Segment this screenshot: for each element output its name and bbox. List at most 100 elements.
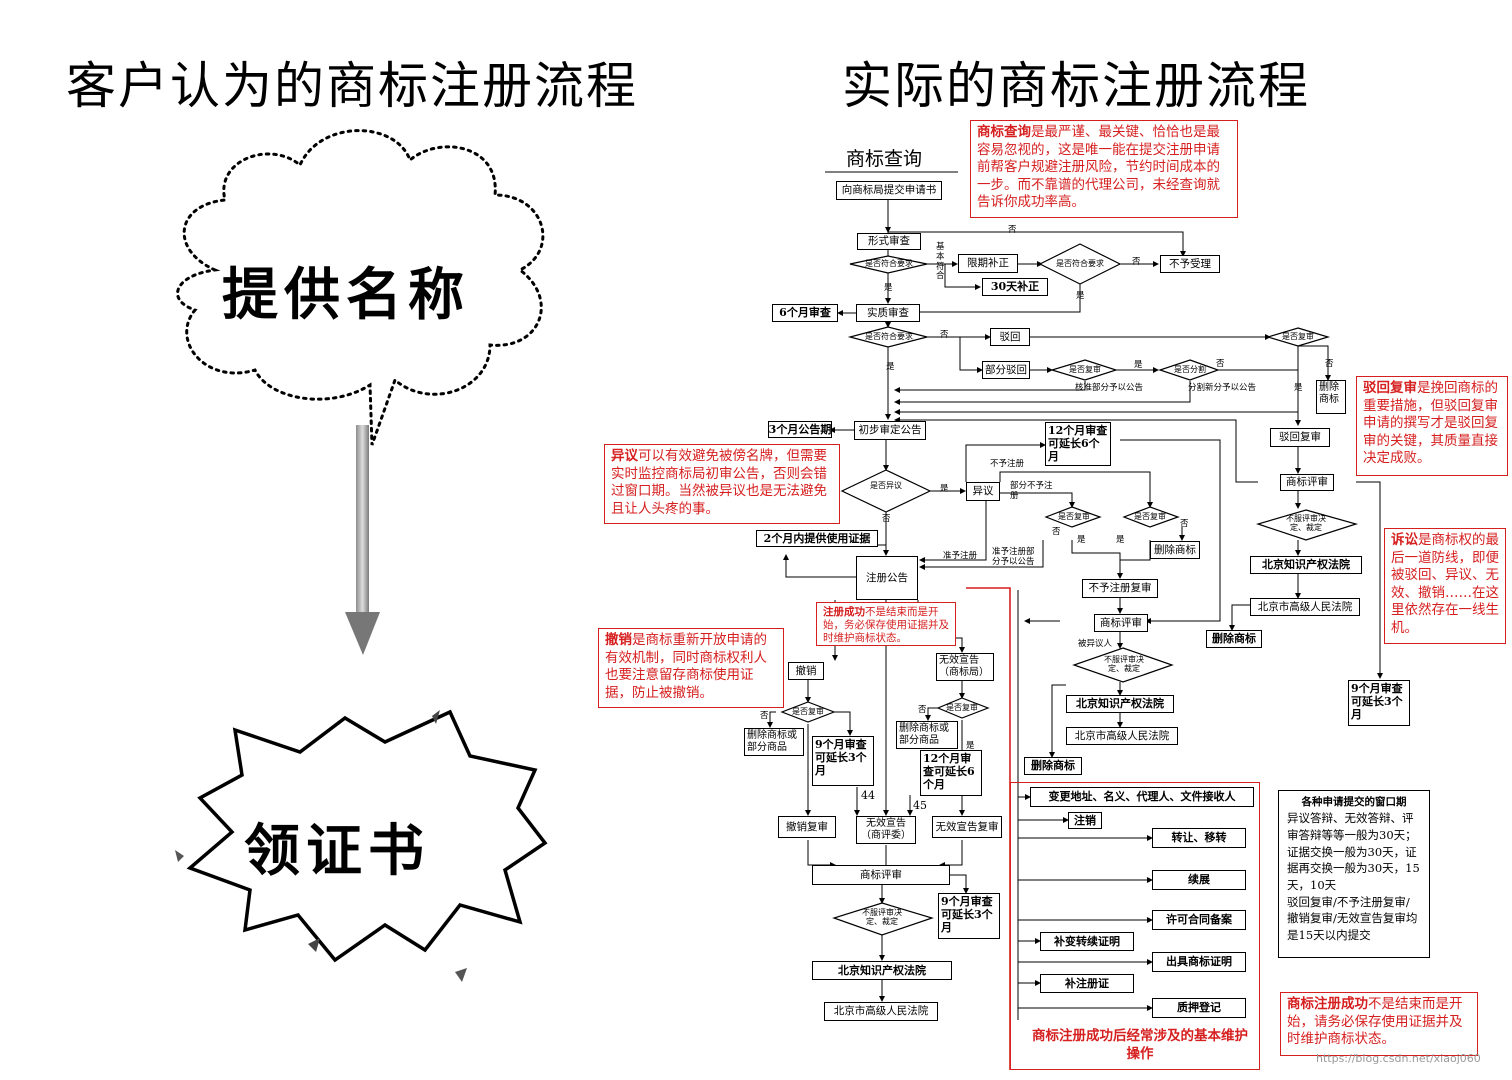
d-r-review-text: 不服评审决定、裁定 — [1286, 514, 1326, 533]
box-bj-high-court-r: 北京市高级人民法院 — [1250, 598, 1360, 616]
cloud-text: 提供名称 — [222, 263, 470, 328]
box-delete-goods: 删除商标或部分商品 — [744, 728, 804, 756]
label-partial-not: 部分不予注册 — [1010, 481, 1053, 501]
label-split-note: 分割新分予以公告 — [1188, 383, 1257, 393]
callout-search-bold: 商标查询 — [977, 124, 1031, 140]
burst-text: 领证书 — [244, 819, 430, 884]
label-no-6: 否 — [882, 514, 891, 524]
maint-mark-cert: 出具商标证明 — [1152, 952, 1246, 972]
label-yes-2: 是 — [1076, 291, 1085, 301]
arrow-head — [345, 612, 380, 655]
diamond-partial-review — [1049, 359, 1118, 381]
box-delete-mark-mid: 删除商标 — [1150, 541, 1200, 559]
diamond-rev-c — [780, 701, 836, 723]
box-delete-goods2: 删除商标或部分商品 — [896, 721, 958, 749]
box-mark-review-r: 商标评审 — [1280, 474, 1334, 491]
label-yes-4: 是 — [1134, 360, 1143, 370]
label-no-7: 否 — [1052, 527, 1061, 537]
label-no-8: 否 — [1180, 519, 1189, 529]
box-supplement-30: 30天补正 — [982, 278, 1048, 296]
box-two-months: 2个月内提供使用证据 — [756, 530, 878, 547]
label-opposer: 被异议人 — [1078, 639, 1113, 649]
d-bot-review-text: 不服评审决定、裁定 — [862, 908, 902, 927]
callout-opposition-bold: 异议 — [611, 448, 638, 464]
box-three-months: 3个月公告期 — [768, 421, 832, 438]
box-bj-ip-court-bot: 北京知识产权法院 — [812, 961, 952, 980]
maint-reg-cert: 补注册证 — [1040, 974, 1134, 993]
diamond-rev-d — [936, 697, 990, 719]
d-formal-text: 是否符合要求 — [865, 259, 913, 268]
cloud-shape — [176, 129, 545, 446]
maint-pledge: 质押登记 — [1152, 998, 1246, 1018]
label-basic-ok: 基本符合 — [936, 242, 945, 282]
callout-search-text: 是最严谨、最关键、恰恰也是最容易忽视的，这是唯一能在提交注册申请前帮客户规避注册… — [977, 124, 1220, 211]
box-nine-months-b: 9个月审查可延长3个月 — [938, 893, 1000, 939]
box-delete-mark-big: 删除商标 — [1206, 630, 1262, 648]
left-illustration — [175, 129, 548, 982]
deadline-note-title: 各种申请提交的窗口期 — [1301, 796, 1407, 808]
callout-final: 商标注册成功不是结束而是开始，请务必保存使用证据并及时维护商标状态。 — [1280, 992, 1478, 1056]
d-rev-b-text: 是否复审 — [1134, 512, 1166, 521]
box-nine-months-a: 9个月审查可延长3个月 — [812, 736, 874, 786]
diamond-mid-review — [1072, 647, 1174, 683]
label-not-register: 不予注册 — [990, 459, 1025, 469]
box-supplement: 限期补正 — [958, 254, 1018, 273]
box-rejection-review: 驳回复审 — [1270, 428, 1330, 447]
callout-opposition-text: 可以有效避免被傍名牌，但需要实时监控商标局初审公告，否则会错过窗口期。当然被异议… — [611, 448, 827, 517]
box-rev-review: 撤销复审 — [778, 816, 836, 838]
d-mid-review-text: 不服评审决定、裁定 — [1104, 655, 1144, 674]
deadline-note-text: 异议答辩、无效答辩、评审答辩等等一般为30天；证据交换一般为30天，证据再交换一… — [1287, 811, 1420, 892]
box-reg-announce: 注册公告 — [856, 556, 918, 600]
label-yes-7: 是 — [1077, 535, 1086, 545]
label-yes-1: 是 — [884, 283, 893, 293]
callout-lawsuit: 诉讼是商标权的最后一道防线，即便被驳回、异议、无效、撤销……在这里依然存在一线生… — [1384, 528, 1506, 644]
d-review-top-text: 是否复审 — [1282, 332, 1314, 341]
box-bj-high-court-mid: 北京市高级人民法院 — [1066, 727, 1178, 745]
callout-review: 驳回复审是挽回商标的重要措施，但驳回复审申请的撰写才是驳回复审的关键，其质量直接… — [1356, 376, 1508, 476]
deadline-note-text2: 驳回复审/不予注册复审/撤销复审/无效宣告复审均是15天以内提交 — [1287, 894, 1418, 942]
maint-cancel: 注销 — [1068, 812, 1102, 829]
diamond-review-top — [1265, 327, 1331, 347]
box-nine-months-r: 9个月审查可延长3个月 — [1348, 680, 1410, 726]
diamond-rev-a — [1044, 506, 1102, 528]
label-no-2: 否 — [1132, 257, 1141, 267]
label-grant-reg: 准予注册 — [943, 551, 978, 561]
label-no-3: 否 — [940, 330, 949, 340]
diamond-opposition — [840, 469, 932, 513]
box-not-reg-review: 不予注册复审 — [1082, 579, 1158, 598]
box-invalid-review: 无效宣告复审 — [932, 816, 1002, 838]
maint-caption: 商标注册成功后经常涉及的基本维护操作 — [1032, 1028, 1248, 1062]
burst-shape — [186, 709, 548, 963]
arrow-shaft — [356, 425, 369, 615]
callout-lawsuit-bold: 诉讼 — [1391, 532, 1418, 548]
label-45: 45 — [913, 799, 927, 812]
diamond-rev-b — [1122, 506, 1180, 528]
diamond-subst — [847, 326, 928, 348]
box-substantive: 实质审查 — [856, 304, 920, 322]
diamond-supp — [1038, 243, 1122, 285]
diamond-split — [1158, 359, 1220, 381]
box-mark-review-bot: 商标评审 — [812, 865, 950, 885]
callout-final-text: 不是结束而是开始，请务必保存使用证据并及时维护商标状态。 — [1287, 996, 1463, 1048]
label-grant-partial: 准予注册部分予以公告 — [992, 547, 1035, 567]
label-no-10: 否 — [918, 705, 927, 715]
box-mark-review-mid: 商标评审 — [1094, 614, 1148, 632]
label-yes-5: 是 — [1294, 383, 1303, 393]
callout-revocation: 撤销是商标重新开放申请的有效机制，同时商标权利人也要注意留存商标使用证据，防止被… — [598, 628, 784, 708]
callout-reg-success-bold: 注册成功 — [823, 606, 865, 618]
callout-review-text: 是挽回商标的重要措施，但驳回复审申请的撰写才是驳回复审的关键，其质量直接决定成败… — [1363, 380, 1498, 467]
callout-reg-success-text: 不是结束而是开始，务必保存使用证据并及时维护商标状态。 — [823, 606, 949, 645]
d-rev-a-text: 是否复审 — [1058, 512, 1090, 521]
diamond-bot-review — [832, 902, 934, 936]
diamond-formal — [849, 255, 928, 274]
label-yes-9: 是 — [966, 741, 975, 751]
box-delete-mark-mid2: 删除商标 — [1024, 757, 1082, 775]
label-no-4: 否 — [1216, 359, 1225, 369]
box-reject-accept: 不予受理 — [1160, 255, 1220, 273]
d-supp-text: 是否符合要求 — [1056, 259, 1104, 268]
callout-lawsuit-text: 是商标权的最后一道防线，即便被驳回、异议、无效、撤销……在这里依然存在一线生机。 — [1391, 532, 1499, 636]
box-twelve-top: 12个月审查可延长6个月 — [1045, 422, 1111, 466]
callout-review-bold: 驳回复审 — [1363, 380, 1417, 396]
box-rejection: 驳回 — [990, 328, 1030, 346]
